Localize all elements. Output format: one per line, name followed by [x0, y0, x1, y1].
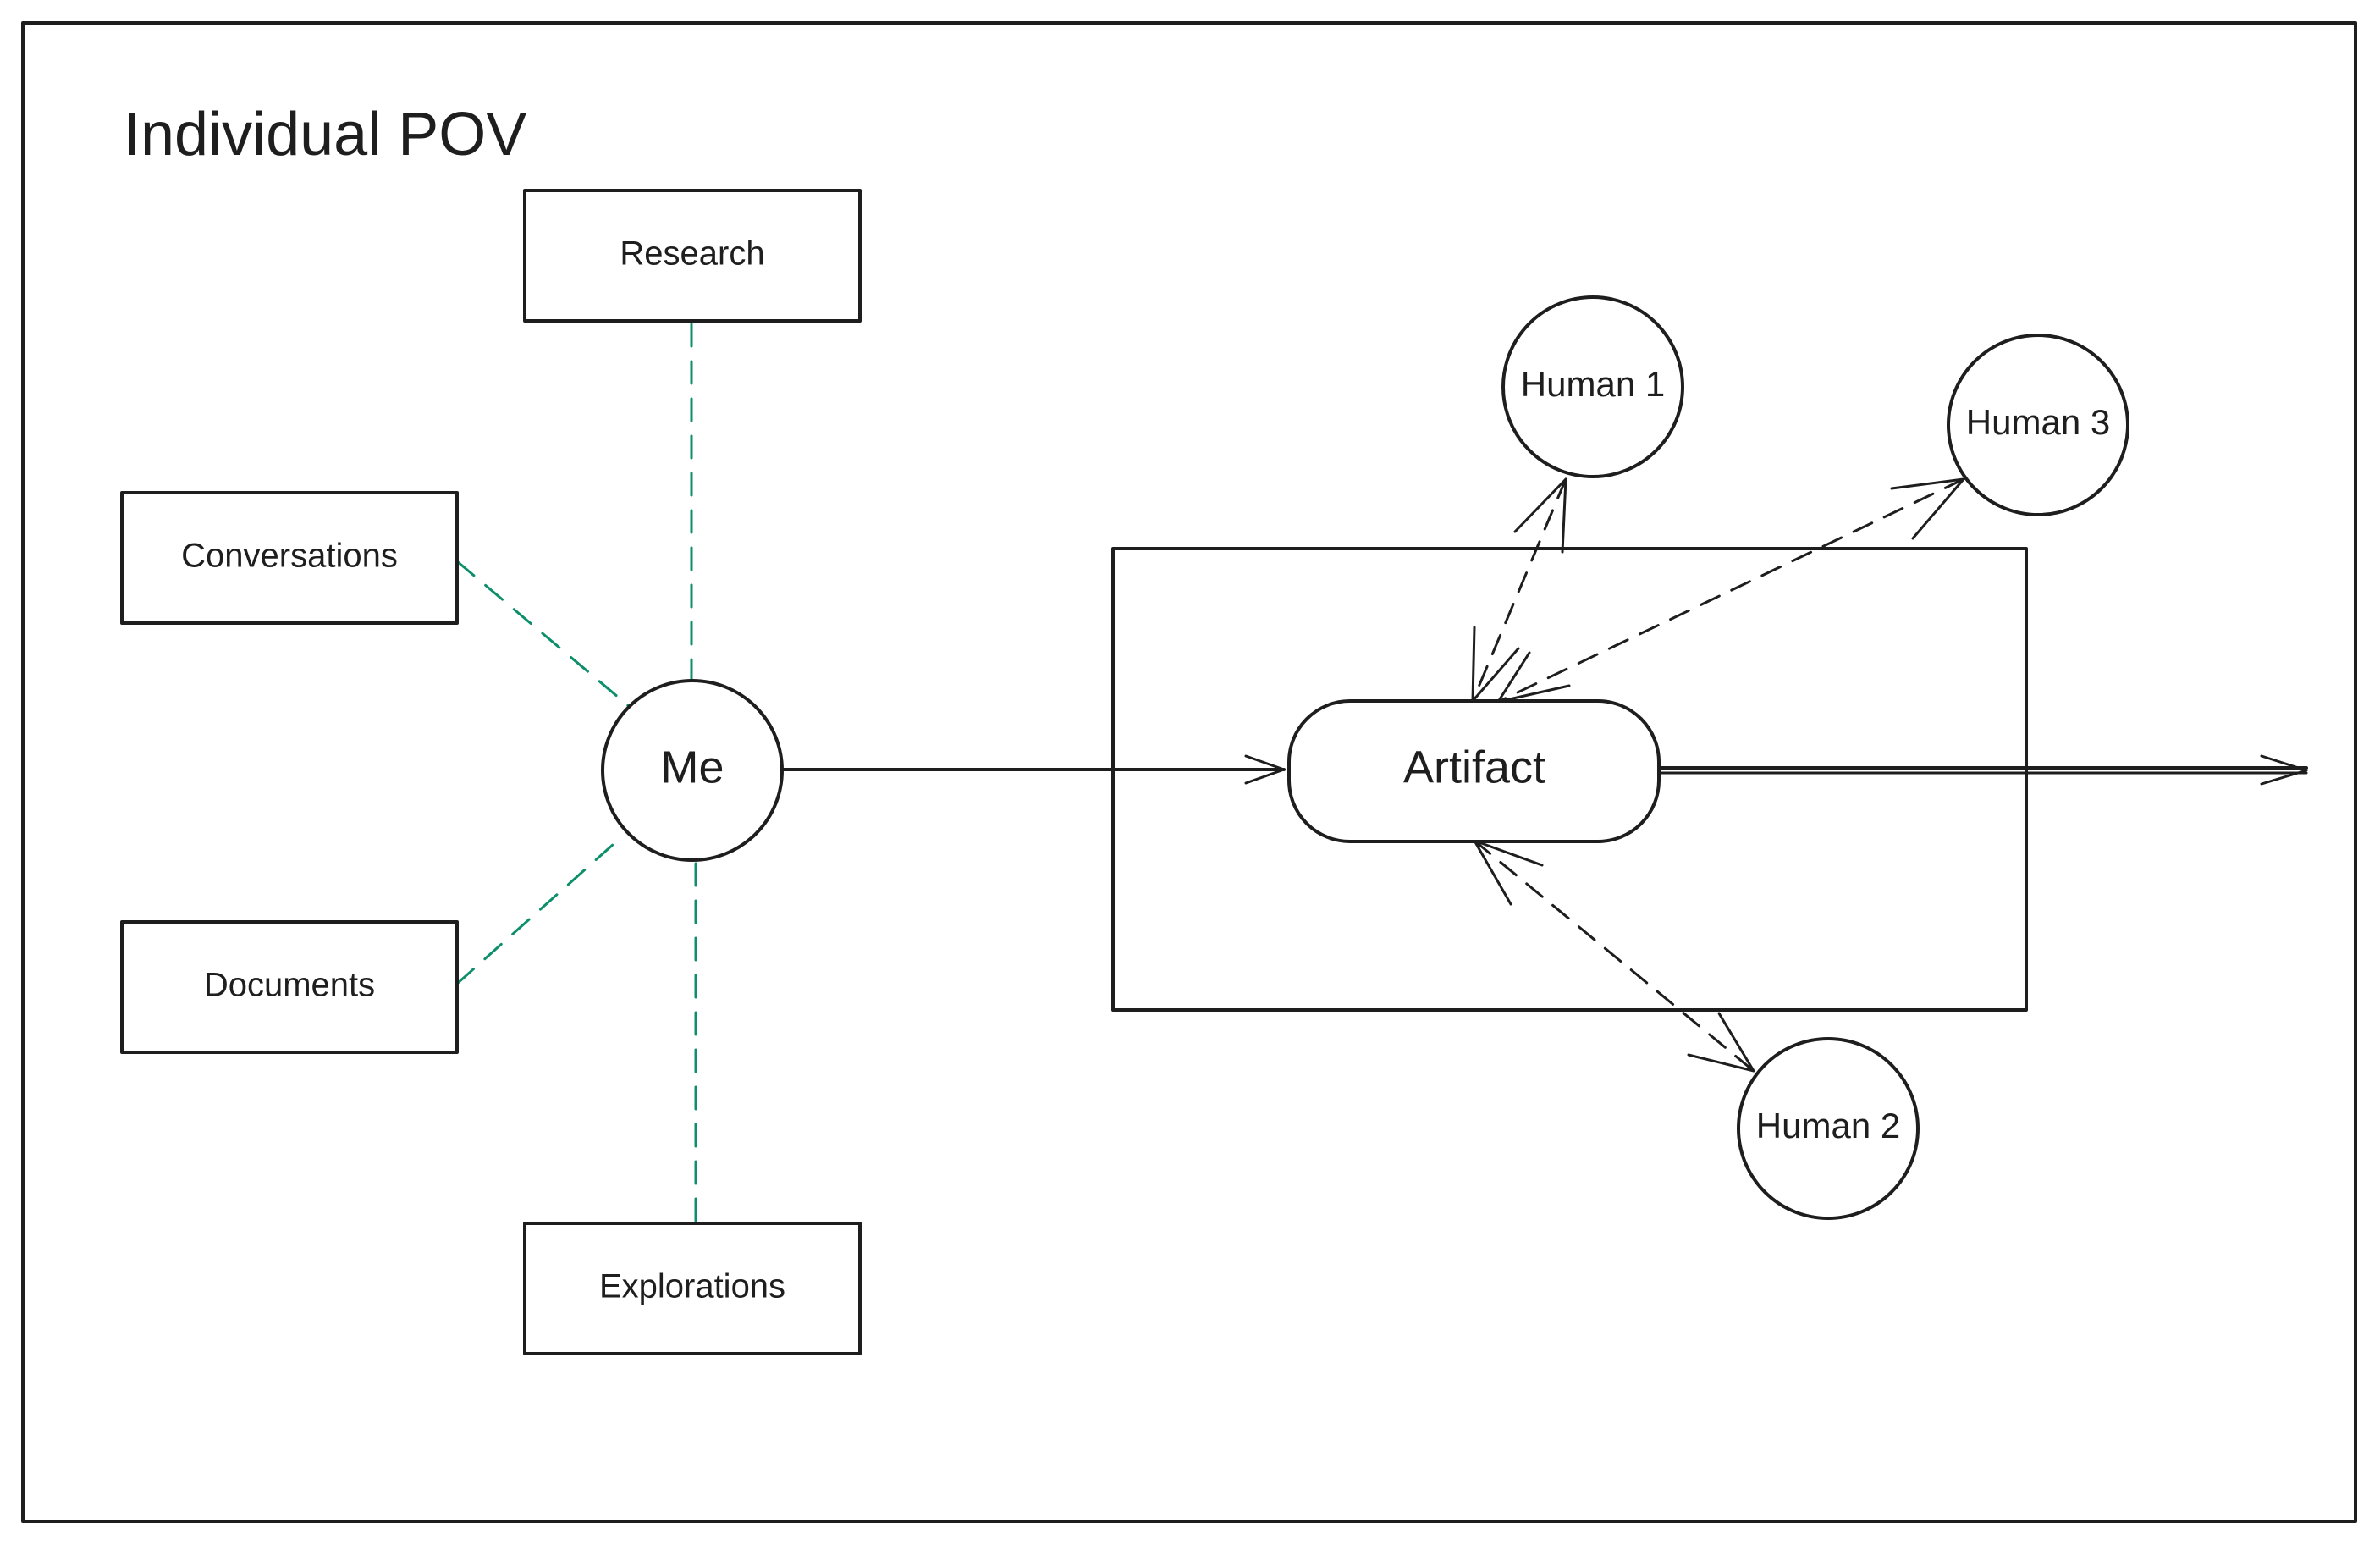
explorations-box: Explorations — [523, 1222, 862, 1355]
research-label: Research — [620, 235, 764, 273]
me-to-artifact-arrowhead — [1244, 754, 1286, 785]
human-2-label: Human 2 — [1756, 1106, 1900, 1145]
human-3-artifact-link — [1496, 477, 1965, 704]
artifact-label: Artifact — [1403, 742, 1545, 792]
me-node: Me — [601, 679, 784, 862]
human-2-node: Human 2 — [1737, 1037, 1920, 1220]
human-2-arrowhead-bottom — [1687, 1012, 1755, 1073]
research-box: Research — [523, 189, 862, 323]
conversations-box: Conversations — [120, 491, 459, 625]
human-1-node: Human 1 — [1501, 295, 1684, 478]
human-2-artifact-link — [1473, 839, 1755, 1073]
artifact-output-arrowhead — [2260, 754, 2308, 786]
documents-box: Documents — [120, 920, 459, 1054]
outer-frame — [21, 21, 2357, 1523]
human-1-arrowhead-top — [1513, 477, 1567, 554]
documents-link — [455, 835, 624, 985]
human-3-arrowhead-top — [1890, 477, 1965, 540]
conversations-label: Conversations — [181, 538, 398, 575]
human-1-artifact-link — [1471, 477, 1567, 703]
human-1-label: Human 1 — [1521, 364, 1665, 404]
documents-label: Documents — [204, 967, 375, 1004]
artifact-context-frame — [1111, 547, 2028, 1012]
page-title: Individual POV — [124, 101, 526, 168]
me-label: Me — [660, 742, 724, 792]
human-1-arrowhead-bottom — [1471, 626, 1520, 703]
explorations-label: Explorations — [599, 1268, 785, 1305]
human-3-label: Human 3 — [1966, 402, 2110, 442]
artifact-node: Artifact — [1287, 699, 1661, 843]
human-3-node: Human 3 — [1947, 334, 2129, 516]
conversations-link — [455, 560, 631, 709]
